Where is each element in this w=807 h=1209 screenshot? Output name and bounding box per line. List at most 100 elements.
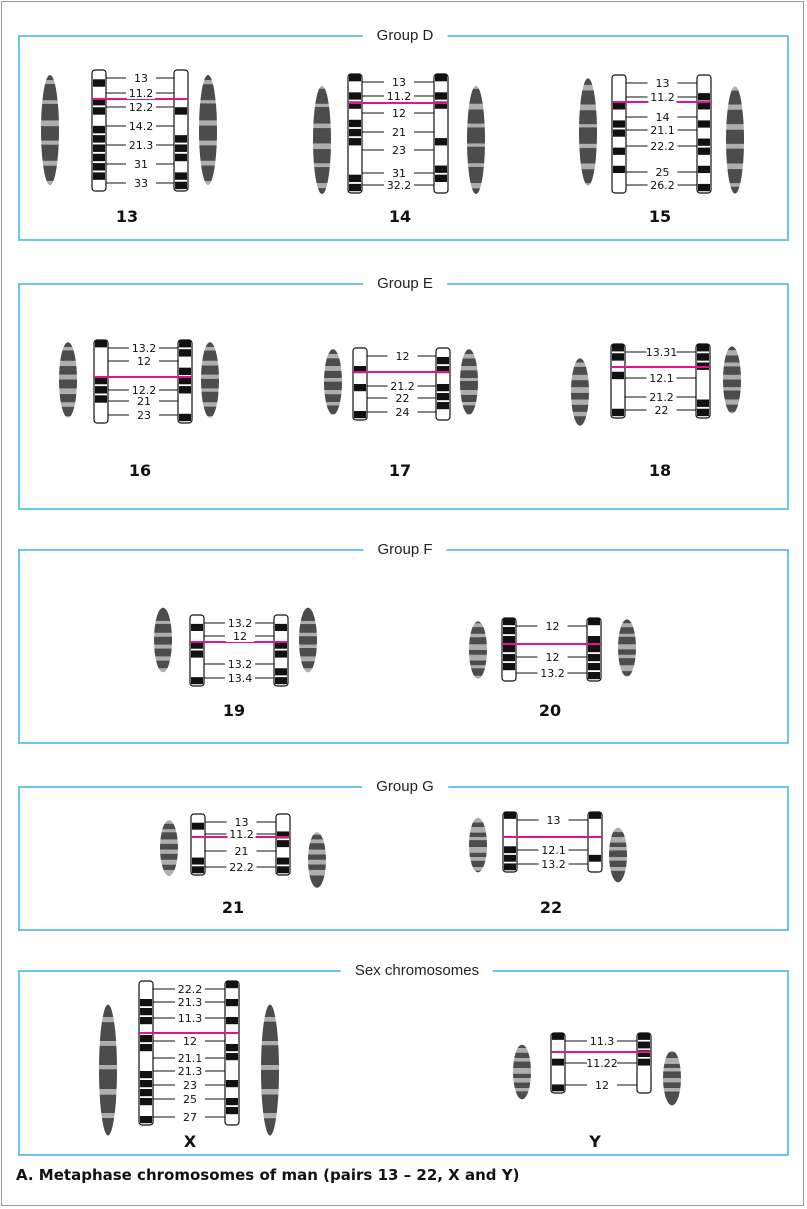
group-title: Group G	[362, 776, 448, 798]
idiogram-band	[437, 357, 449, 365]
band-label: 12.1	[649, 372, 674, 385]
idiogram-band	[612, 408, 624, 417]
band-label: 11.2	[229, 828, 254, 841]
band-label-bg	[176, 1065, 204, 1077]
idiogram-band	[349, 92, 361, 100]
idiogram-band	[275, 641, 287, 649]
idiogram-band	[504, 812, 516, 819]
photo-band	[466, 163, 486, 167]
photo-band	[459, 402, 479, 406]
photo-band	[312, 83, 332, 89]
idiogram-band	[588, 672, 600, 680]
photo-band	[40, 180, 60, 185]
band-label: 21	[235, 845, 249, 858]
band-label: 21	[137, 395, 151, 408]
chromosome-number: 17	[388, 461, 412, 480]
band-label-bg	[130, 355, 158, 367]
photo-band	[468, 675, 488, 680]
idiogram-band	[552, 1033, 564, 1040]
idiogram	[502, 811, 518, 873]
photo-band	[159, 819, 179, 824]
band-label-bg	[388, 406, 417, 418]
idiogram-band	[698, 165, 710, 174]
idiogram-band	[93, 107, 105, 115]
photo-band	[260, 1041, 280, 1046]
band-label: 24	[396, 406, 410, 419]
photo-band	[307, 849, 327, 855]
photo-band	[323, 366, 343, 371]
photo-band	[98, 1113, 118, 1119]
band-label-bg	[227, 828, 256, 840]
band-label-bg	[385, 107, 413, 119]
band-label: 13	[235, 816, 249, 829]
chromosome-photo	[460, 349, 478, 415]
chromosome-photo	[154, 607, 172, 673]
idiogram-band	[349, 183, 361, 192]
idiogram-band	[140, 1035, 152, 1043]
idiogram-band	[588, 636, 600, 644]
idiogram-band	[435, 174, 447, 183]
idiogram-band	[589, 812, 601, 819]
idiogram-band	[275, 677, 287, 685]
band-label-bg	[127, 72, 155, 84]
idiogram-band	[192, 857, 204, 865]
chromosome-photo	[261, 1004, 279, 1136]
photo-band	[468, 644, 488, 650]
photo-band	[608, 827, 628, 833]
band-label-bg	[127, 177, 155, 189]
photo-band	[570, 350, 590, 356]
idiogram-band	[638, 1033, 650, 1040]
photo-band	[512, 1068, 532, 1074]
idiogram-band	[435, 92, 447, 100]
chromosome-number: X	[183, 1132, 197, 1151]
band-label-bg	[385, 179, 413, 191]
idiogram-band	[697, 399, 709, 407]
idiogram-band	[349, 101, 361, 109]
photo-band	[312, 143, 332, 150]
photo-band	[608, 837, 628, 843]
band-label: 11.3	[178, 1012, 203, 1025]
idiogram-band	[437, 366, 449, 374]
photo-band	[159, 869, 179, 876]
idiogram-band	[638, 1041, 650, 1049]
photo-band	[512, 1078, 532, 1083]
photo-band	[617, 644, 637, 650]
idiogram-band	[697, 408, 709, 417]
band-label-bg	[539, 844, 568, 856]
idiogram-band	[275, 650, 287, 658]
band-label-bg	[127, 101, 155, 113]
band-label-bg	[588, 1079, 616, 1091]
photo-band	[722, 374, 742, 380]
idiogram-band	[437, 384, 449, 392]
chromosome-number: 15	[648, 207, 672, 226]
photo-band	[260, 1017, 280, 1022]
group-title: Sex chromosomes	[340, 960, 494, 982]
photo-band	[662, 1078, 682, 1083]
band-label-bg	[176, 1035, 204, 1047]
photo-band	[312, 163, 332, 168]
band-label-bg	[127, 87, 155, 99]
idiogram-band	[93, 144, 105, 152]
photo-band	[466, 103, 486, 110]
idiogram-band	[226, 1017, 238, 1025]
idiogram-band	[226, 999, 238, 1007]
idiogram-band	[192, 822, 204, 830]
photo-band	[298, 620, 318, 625]
photo-band	[58, 402, 78, 407]
photo-band	[608, 847, 628, 851]
idiogram-band	[588, 663, 600, 671]
band-label: 12.2	[132, 384, 157, 397]
band-label: 13.2	[541, 858, 566, 871]
group-title: Group E	[363, 273, 447, 295]
photo-band	[722, 387, 742, 391]
photo-band	[153, 680, 173, 686]
